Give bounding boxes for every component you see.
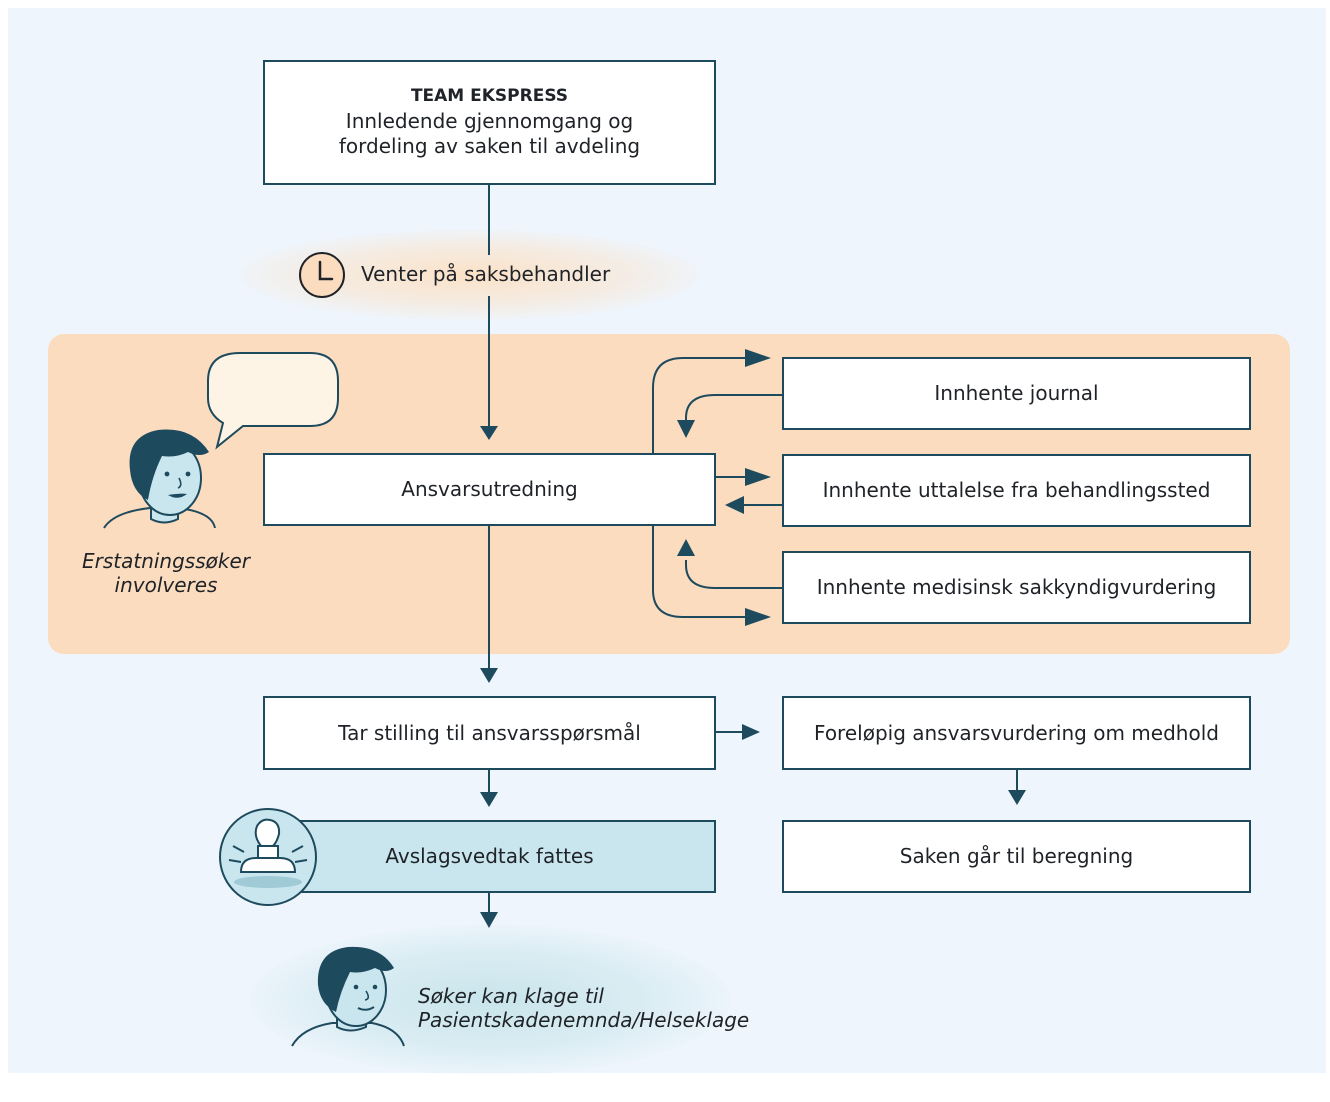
arrowhead-assessment: [480, 426, 498, 440]
statement-box: Innhente uttalelse fra behandlingssted: [782, 454, 1251, 527]
rejection-box: Avslagsvedtak fattes: [263, 820, 716, 893]
statement-label: Innhente uttalelse fra behandlingssted: [822, 478, 1211, 502]
medical-box: Innhente medisinsk sakkyndigvurdering: [782, 551, 1251, 624]
arrowhead-medical-out: [745, 608, 771, 626]
rejection-label: Avslagsvedtak fattes: [385, 844, 594, 868]
stamp-icon: [219, 808, 317, 906]
arrowhead-rejection: [480, 792, 498, 807]
applicant-caption-line-1: Erstatningssøker: [81, 549, 250, 573]
team-line-2: fordeling av saken til avdeling: [338, 134, 641, 159]
preliminary-box: Foreløpig ansvarsvurdering om medhold: [782, 696, 1251, 770]
team-express-box: TEAM EKSPRESS Innledende gjennomgang og …: [263, 60, 716, 185]
person-icon: [103, 429, 216, 529]
loop-journal-out: [652, 357, 745, 453]
assessment-label: Ansvarsutredning: [401, 477, 578, 501]
arrowhead-appeal: [480, 912, 498, 928]
appeal-caption: Søker kan klage til Pasientskadenemnda/H…: [418, 984, 749, 1033]
appeal-person-icon: [291, 946, 405, 1047]
team-line-1: Innledende gjennomgang og: [345, 109, 634, 134]
arrowhead-statement-back: [725, 496, 744, 514]
loop-journal-back: [685, 394, 782, 420]
calculation-label: Saken går til beregning: [899, 844, 1134, 868]
appeal-caption-line-1: Søker kan klage til: [418, 984, 604, 1008]
calculation-box: Saken går til beregning: [782, 820, 1251, 893]
applicant-caption-line-2: involveres: [114, 573, 218, 598]
arrowhead-calculation: [1008, 790, 1026, 805]
arrowhead-statement-out: [745, 468, 771, 486]
decide-box: Tar stilling til ansvarsspørsmål: [263, 696, 716, 770]
arrowhead-journal-back: [677, 420, 695, 438]
loop-medical-back: [685, 560, 782, 589]
wait-label: Venter på saksbehandler: [361, 262, 611, 286]
assessment-box: Ansvarsutredning: [263, 453, 716, 526]
team-title: TEAM EKSPRESS: [410, 85, 569, 106]
clock-icon: [299, 252, 345, 298]
journal-label: Innhente journal: [934, 381, 1099, 405]
decide-label: Tar stilling til ansvarsspørsmål: [338, 720, 641, 745]
arrowhead-preliminary: [742, 724, 760, 740]
applicant-caption: Erstatningssøker involveres: [81, 549, 251, 598]
arrowhead-medical-back: [677, 539, 695, 556]
preliminary-label: Foreløpig ansvarsvurdering om medhold: [814, 720, 1219, 745]
arrowhead-journal-out: [745, 349, 771, 367]
loop-medical-out: [652, 526, 745, 618]
medical-label: Innhente medisinsk sakkyndigvurdering: [816, 575, 1217, 599]
journal-box: Innhente journal: [782, 357, 1251, 430]
arrowhead-decide: [480, 668, 498, 683]
speech-bubble-icon: [207, 352, 339, 450]
appeal-caption-line-2: Pasientskadenemnda/Helseklage: [418, 1008, 750, 1033]
